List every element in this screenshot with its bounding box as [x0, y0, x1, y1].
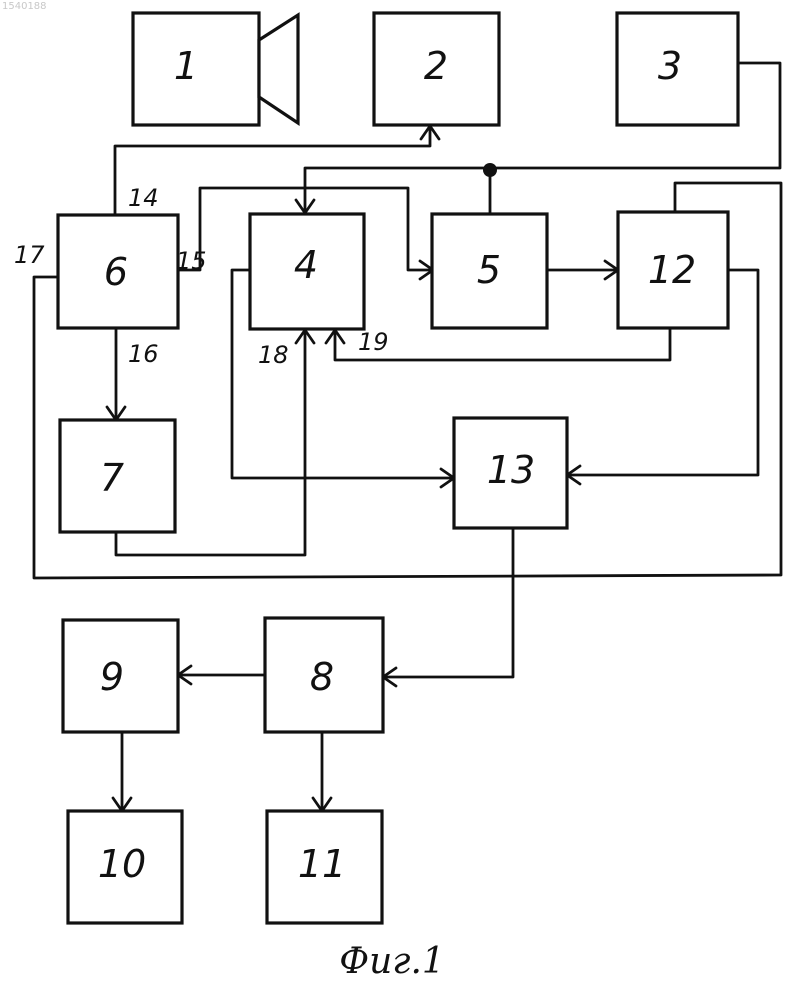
block-12: 12 — [618, 212, 728, 328]
block-13: 13 — [454, 418, 567, 528]
port-label-14: 14 — [128, 184, 159, 212]
block-2: 2 — [374, 13, 499, 125]
block-3-label: 3 — [658, 44, 682, 88]
wire-6-to-2 — [115, 126, 430, 215]
port-label-16: 16 — [128, 340, 159, 368]
port-label-17: 17 — [14, 241, 45, 269]
horn-icon — [259, 15, 298, 123]
block-4: 4 — [250, 214, 364, 329]
block-9: 9 — [63, 620, 178, 732]
block-6: 6 — [58, 215, 178, 328]
block-10-label: 10 — [98, 842, 146, 886]
block-3: 3 — [617, 13, 738, 125]
port-label-18: 18 — [258, 341, 289, 369]
block-1-label: 1 — [174, 44, 198, 88]
corner-mark: 1540188 — [2, 1, 47, 12]
port-label-15: 15 — [176, 247, 207, 275]
block-5-label: 5 — [477, 248, 501, 292]
block-13-label: 13 — [487, 448, 535, 492]
block-1: 1 — [133, 13, 298, 125]
block-12-label: 12 — [648, 248, 696, 292]
block-6-label: 6 — [104, 250, 128, 294]
figure-caption: Фиг.1 — [339, 941, 445, 982]
junction-dot — [483, 163, 497, 177]
block-9-label: 9 — [100, 655, 124, 699]
port-label-19: 19 — [358, 328, 389, 356]
block-11-label: 11 — [298, 842, 346, 886]
block-7-label: 7 — [100, 456, 124, 500]
block-10: 10 — [68, 811, 182, 923]
block-7: 7 — [60, 420, 175, 532]
wire-13-to-8 — [383, 528, 513, 677]
block-11: 11 — [267, 811, 382, 923]
block-4-label: 4 — [294, 243, 318, 287]
block-2-label: 2 — [424, 44, 448, 88]
block-8: 8 — [265, 618, 383, 732]
block-8-label: 8 — [310, 655, 334, 699]
block-5: 5 — [432, 214, 547, 328]
